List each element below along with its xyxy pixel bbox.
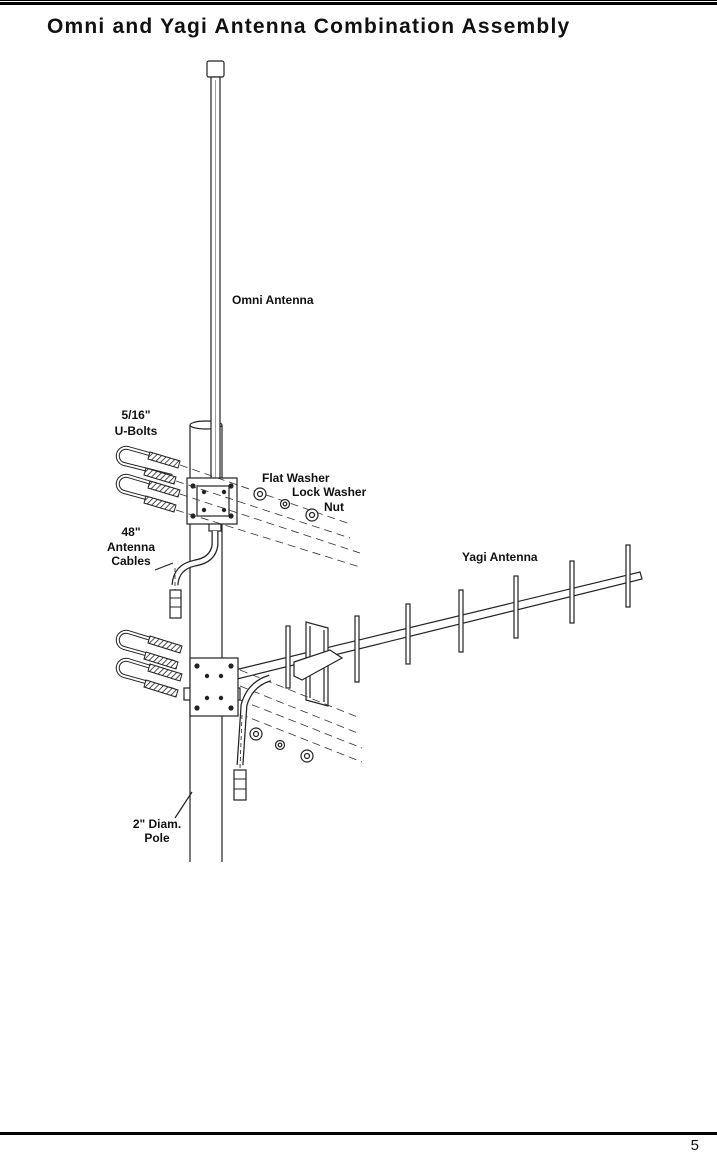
cables-label-line1: 48" bbox=[121, 525, 140, 539]
lower-u-bolts bbox=[115, 629, 183, 698]
page-number: 5 bbox=[690, 1137, 699, 1154]
cables-label-line2: Antenna bbox=[107, 540, 155, 554]
lower-antenna-cable bbox=[233, 674, 272, 801]
lower-hardware bbox=[249, 727, 314, 763]
upper-hardware bbox=[253, 487, 319, 522]
lock-washer-label: Lock Washer bbox=[292, 485, 367, 499]
nut-label: Nut bbox=[324, 500, 344, 514]
upper-antenna-cable bbox=[169, 531, 219, 619]
page-title: Omni and Yagi Antenna Combination Assemb… bbox=[47, 15, 571, 38]
pole-label-line2: Pole bbox=[144, 831, 170, 845]
footer-rule bbox=[0, 1132, 717, 1135]
yagi-antenna-label: Yagi Antenna bbox=[462, 550, 538, 564]
header-rule-thin bbox=[0, 0, 717, 1]
cables-label-line3: Cables bbox=[111, 554, 151, 568]
leader-lines bbox=[154, 562, 193, 819]
yagi-antenna bbox=[183, 544, 643, 707]
lower-alignment-lines bbox=[239, 669, 363, 763]
pole-label-line1: 2" Diam. bbox=[133, 817, 181, 831]
u-bolts-label-line1: 5/16" bbox=[121, 408, 150, 422]
u-bolts-label-line2: U-Bolts bbox=[115, 424, 158, 438]
upper-alignment-lines bbox=[175, 464, 361, 568]
upper-bracket bbox=[186, 477, 238, 525]
upper-u-bolts bbox=[115, 445, 181, 513]
flat-washer-label: Flat Washer bbox=[262, 471, 330, 485]
header-rule bbox=[0, 2, 717, 5]
lower-bracket bbox=[189, 657, 239, 717]
omni-antenna-label: Omni Antenna bbox=[232, 293, 314, 307]
